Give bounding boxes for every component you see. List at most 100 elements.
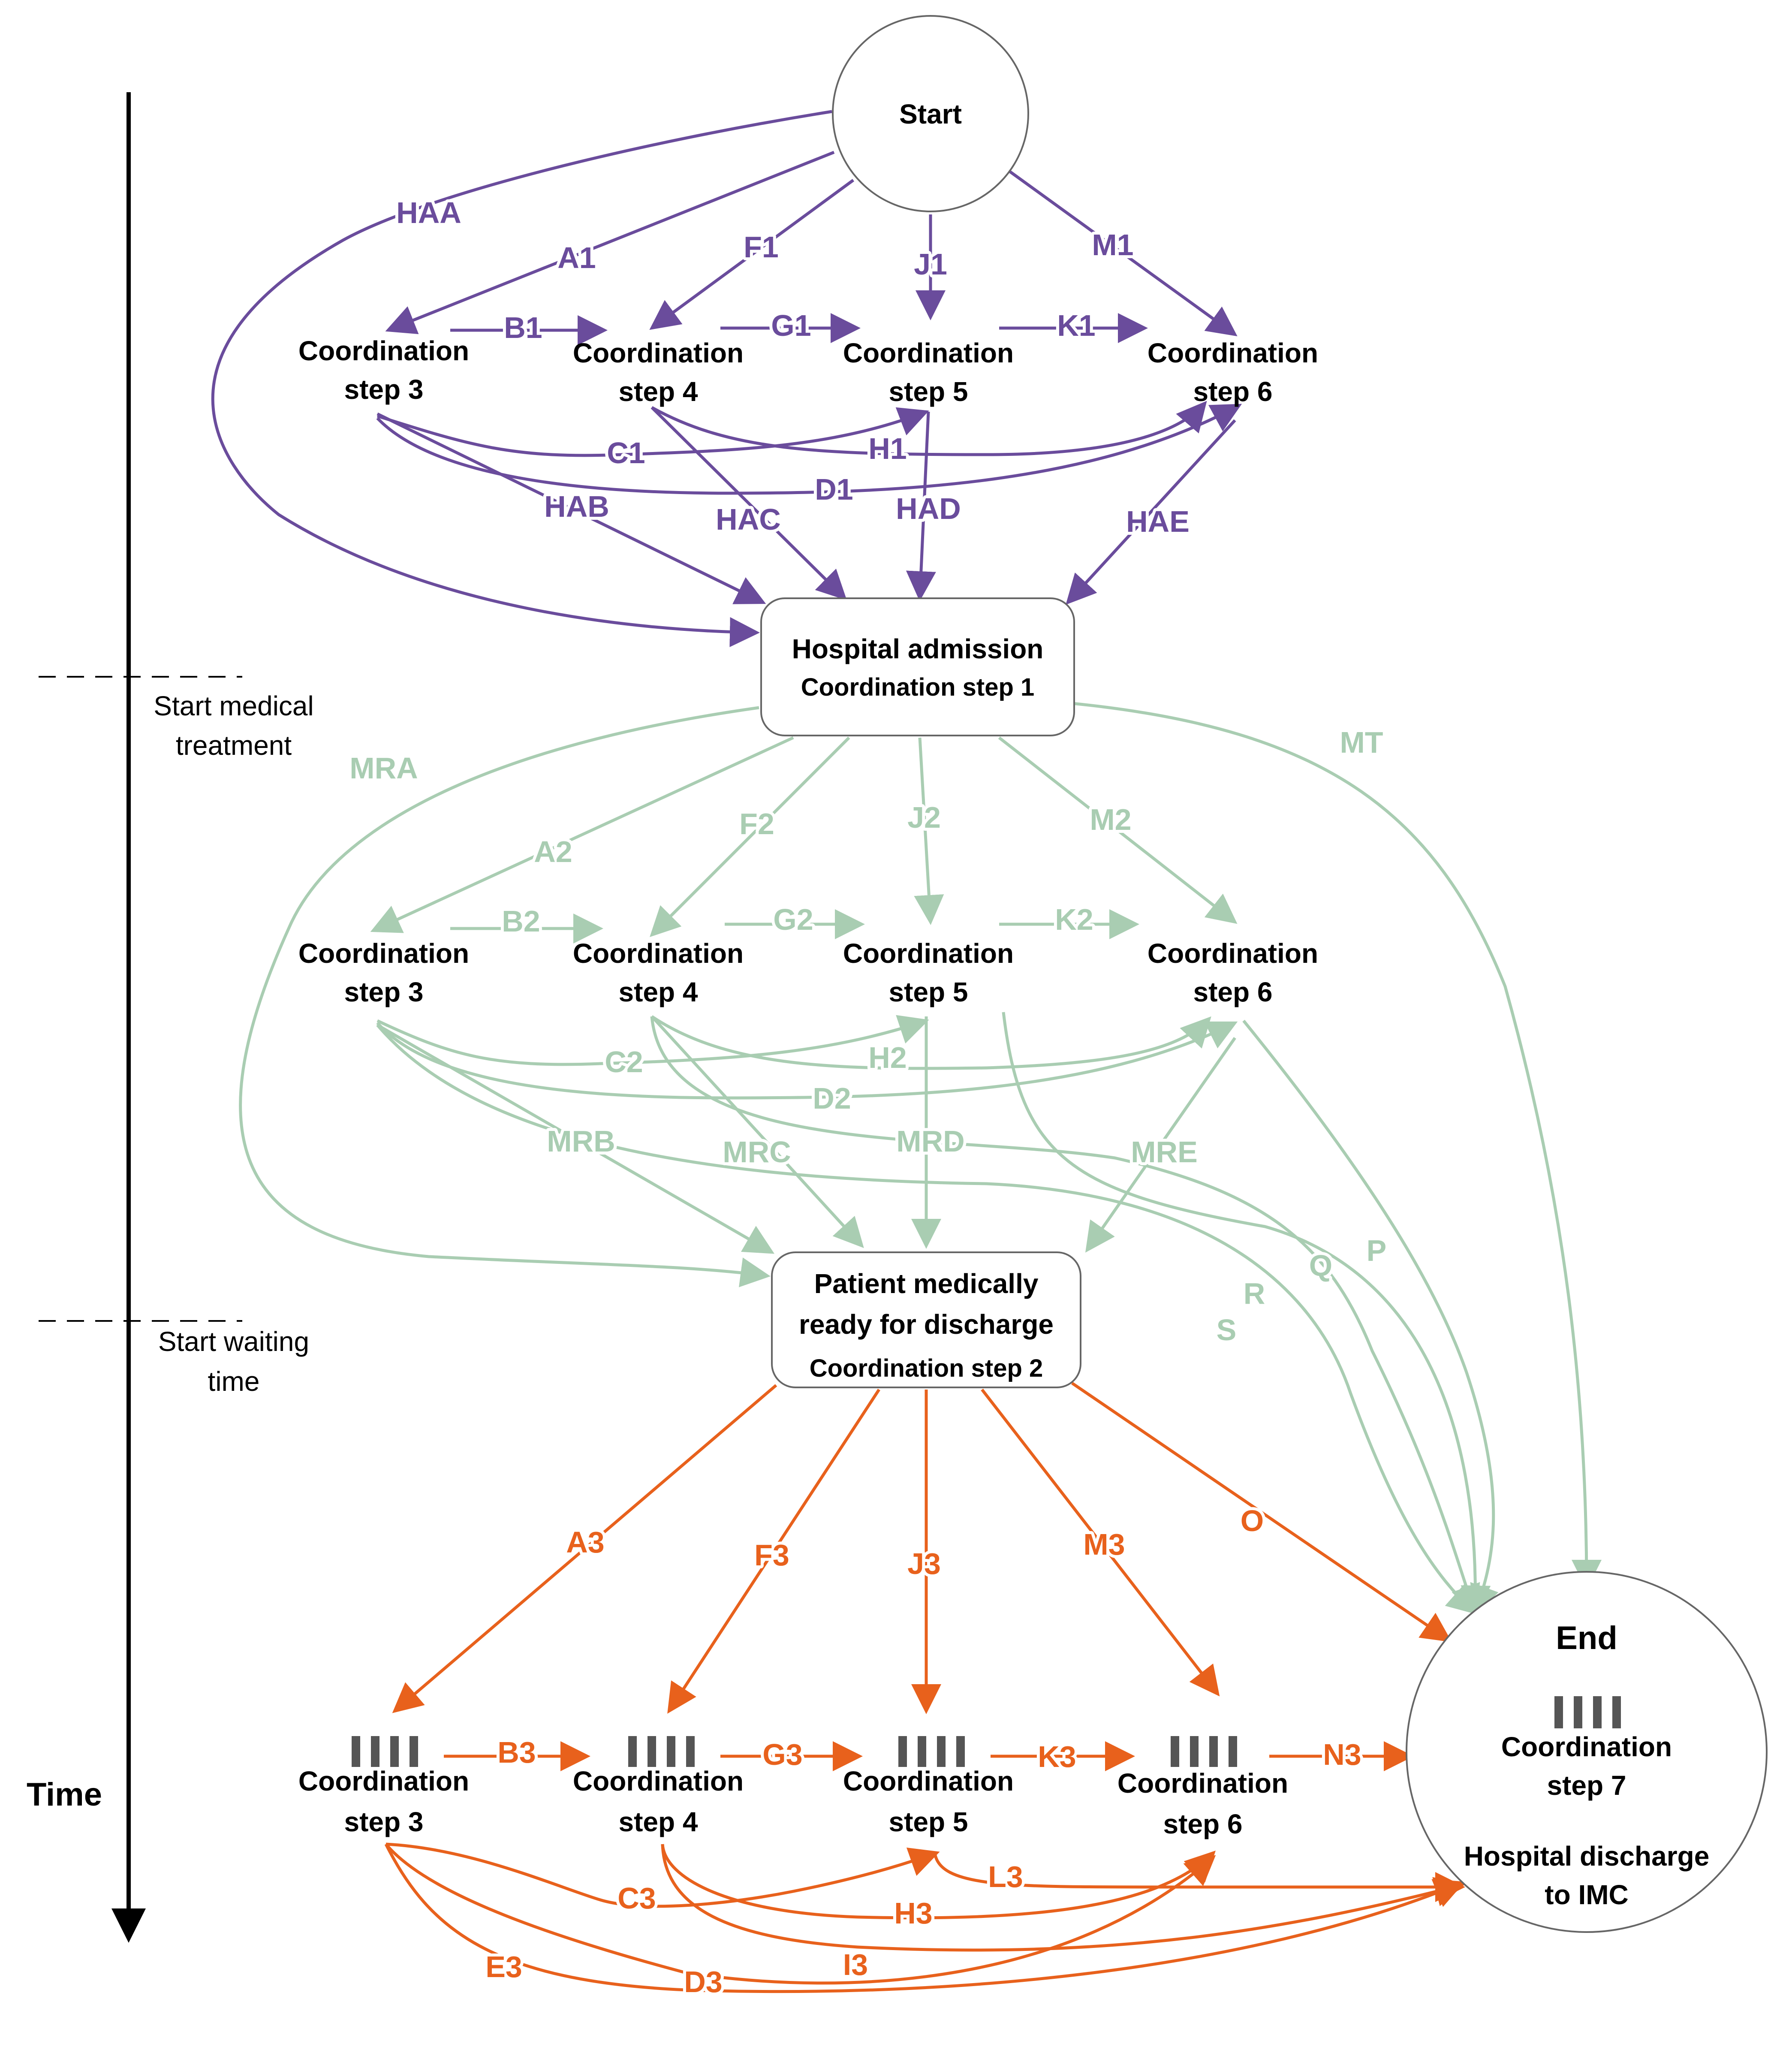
end-step-line2: step 7 bbox=[1547, 1770, 1626, 1801]
phase2-nodes: Coordination step 3 Coordination step 4 … bbox=[298, 938, 1318, 1007]
p3-step4-line2: step 4 bbox=[619, 1806, 698, 1837]
medically-ready-line1: Patient medically bbox=[814, 1268, 1039, 1299]
tally-icon bbox=[352, 1736, 418, 1767]
label-A1: A1 bbox=[557, 241, 596, 274]
edge-C2 bbox=[376, 1015, 929, 1066]
label-N3: N3 bbox=[1323, 1738, 1361, 1771]
edge-D1 bbox=[376, 404, 1242, 495]
start-node: Start bbox=[832, 15, 1029, 212]
label-C1: C1 bbox=[607, 436, 645, 470]
edge-MT bbox=[1072, 702, 1602, 1590]
p2-step5-line2: step 5 bbox=[889, 977, 968, 1007]
p1-step3-line1: Coordination bbox=[298, 335, 469, 366]
label-F3: F3 bbox=[754, 1538, 789, 1572]
edge-A3 bbox=[392, 1384, 777, 1713]
edge-M1 bbox=[1009, 170, 1238, 337]
label-H2: H2 bbox=[868, 1041, 907, 1074]
label-HAA: HAA bbox=[396, 196, 461, 229]
label-D1: D1 bbox=[815, 473, 853, 506]
end-title: End bbox=[1556, 1620, 1617, 1656]
edge-MRA bbox=[239, 706, 771, 1287]
medical-treatment-label-2: treatment bbox=[176, 730, 292, 761]
p3-step3-line2: step 3 bbox=[344, 1806, 424, 1837]
label-G2: G2 bbox=[773, 903, 813, 936]
phase3-edges bbox=[384, 1382, 1465, 1993]
waiting-time-label-1: Start waiting bbox=[158, 1326, 309, 1357]
edge-R bbox=[650, 1016, 1480, 1616]
label-P: P bbox=[1367, 1234, 1387, 1267]
label-MT: MT bbox=[1340, 726, 1383, 759]
edge-J2 bbox=[914, 737, 944, 925]
edge-L3 bbox=[933, 1852, 1465, 1902]
label-B1: B1 bbox=[504, 311, 542, 344]
label-J3: J3 bbox=[907, 1547, 941, 1580]
medical-treatment-label-1: Start medical bbox=[154, 690, 313, 721]
label-HAD: HAD bbox=[896, 492, 961, 525]
p3-step6-line2: step 6 bbox=[1163, 1809, 1243, 1839]
p1-step5-line1: Coordination bbox=[843, 338, 1014, 368]
medically-ready-line2: ready for discharge bbox=[799, 1309, 1054, 1340]
edge-D2 bbox=[376, 1021, 1238, 1100]
admission-step: Coordination step 1 bbox=[801, 673, 1035, 701]
edge-HAA bbox=[211, 110, 832, 647]
label-H1: H1 bbox=[868, 432, 907, 465]
p2-step4-line2: step 4 bbox=[619, 977, 698, 1007]
waiting-time-label-2: time bbox=[208, 1366, 260, 1397]
edge-F1 bbox=[649, 179, 855, 330]
label-J2: J2 bbox=[907, 801, 941, 834]
label-S: S bbox=[1217, 1313, 1237, 1347]
label-E3: E3 bbox=[485, 1950, 522, 1984]
edge-HAC bbox=[651, 406, 847, 600]
p2-step3-line1: Coordination bbox=[298, 938, 469, 969]
edge-P bbox=[1242, 1019, 1499, 1616]
phase1-edges bbox=[211, 110, 1242, 647]
label-B3: B3 bbox=[497, 1736, 536, 1769]
edge-O bbox=[1071, 1382, 1452, 1642]
edge-H2 bbox=[651, 1015, 1211, 1070]
edge-Q bbox=[1002, 1012, 1491, 1616]
label-A3: A3 bbox=[566, 1525, 604, 1559]
label-MRE: MRE bbox=[1131, 1135, 1198, 1169]
label-MRD: MRD bbox=[896, 1124, 964, 1158]
end-discharge-line1: Hospital discharge bbox=[1464, 1841, 1710, 1872]
label-C3: C3 bbox=[617, 1881, 656, 1915]
label-D3: D3 bbox=[684, 1965, 722, 1999]
p1-step6-line2: step 6 bbox=[1193, 376, 1273, 407]
edge-HAD bbox=[906, 411, 936, 601]
edge-E3 bbox=[384, 1843, 1465, 1993]
phase2-edges bbox=[239, 702, 1602, 1616]
medically-ready-step: Coordination step 2 bbox=[810, 1354, 1043, 1382]
label-D2: D2 bbox=[813, 1082, 851, 1115]
time-label: Time bbox=[27, 1776, 102, 1813]
timeline: Time Start medical treatment Start waiti… bbox=[27, 92, 314, 1943]
label-F2: F2 bbox=[739, 807, 774, 841]
medically-ready-node: Patient medically ready for discharge Co… bbox=[771, 1251, 1081, 1388]
edge-M3 bbox=[981, 1388, 1220, 1697]
edge-MRC bbox=[651, 1015, 864, 1248]
label-MRC: MRC bbox=[723, 1135, 791, 1169]
p3-step3-line1: Coordination bbox=[298, 1766, 469, 1797]
label-G3: G3 bbox=[762, 1738, 802, 1771]
edge-C3 bbox=[386, 1842, 940, 1908]
label-F1: F1 bbox=[744, 230, 779, 264]
edge-MRB bbox=[376, 1023, 775, 1254]
edge-MRE bbox=[1085, 1037, 1236, 1253]
edge-S bbox=[376, 1024, 1478, 1615]
edge-H3 bbox=[661, 1844, 1216, 1920]
p2-step5-line1: Coordination bbox=[843, 938, 1014, 969]
label-K3: K3 bbox=[1038, 1740, 1076, 1773]
edge-F3 bbox=[667, 1389, 880, 1714]
edge-HAB bbox=[376, 412, 766, 604]
label-HAE: HAE bbox=[1126, 505, 1190, 538]
edge-H1 bbox=[651, 401, 1207, 456]
edge-I3 bbox=[661, 1844, 1465, 1952]
label-HAC: HAC bbox=[716, 503, 781, 536]
start-label: Start bbox=[899, 99, 962, 130]
admission-label: Hospital admission bbox=[792, 633, 1044, 664]
edge-D3 bbox=[385, 1843, 1216, 1985]
label-M3: M3 bbox=[1083, 1528, 1125, 1561]
label-I3: I3 bbox=[843, 1948, 868, 1981]
p2-step3-line2: step 3 bbox=[344, 977, 424, 1007]
p2-step6-line1: Coordination bbox=[1147, 938, 1318, 969]
